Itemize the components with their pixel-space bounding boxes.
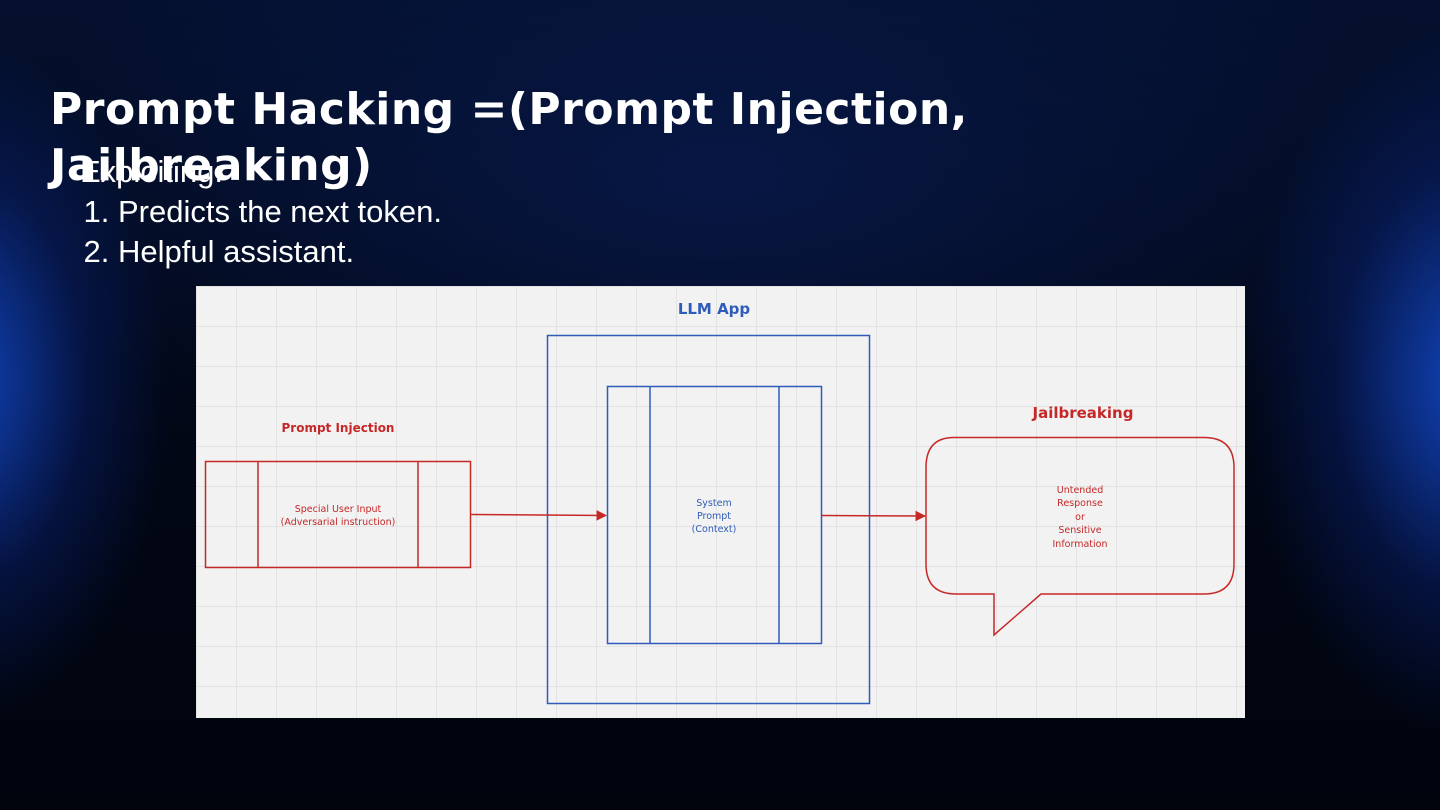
jailbreak-bubble-line-1: Untended [1057,485,1103,496]
exploit-item-2: Helpful assistant. [118,232,442,272]
jailbreaking-title: Jailbreaking [1032,404,1134,422]
llm-app-title: LLM App [678,300,751,318]
system-prompt-outer [606,385,823,645]
exploit-list: Predicts the next token. Helpful assista… [80,192,442,272]
exploit-item-1: Predicts the next token. [118,192,442,232]
injection-box-line-2: (Adversarial instruction) [281,517,396,528]
app-to-jailbreak-arrow [821,510,927,522]
prompt-hacking-diagram: LLM App System Prompt (Context) Prompt I… [196,286,1245,718]
injection-to-app-arrow [470,510,608,521]
diagram-canvas: LLM App System Prompt (Context) Prompt I… [204,300,1235,705]
system-prompt-box: System Prompt (Context) [606,385,823,645]
jailbreak-bubble-line-3: or [1075,512,1085,523]
system-prompt-line-2: Prompt [697,511,731,522]
llm-app-container [546,334,871,705]
system-prompt-line-1: System [696,498,731,509]
slide-title: Prompt Hacking =(Prompt Injection, Jailb… [50,84,968,191]
exploiting-label: Exploiting: [80,154,224,189]
jailbreak-bubble-line-2: Response [1057,498,1103,509]
jailbreak-bubble-line-4: Sensitive [1058,525,1101,536]
slide-body: Exploiting: Predicts the next token. Hel… [80,152,442,272]
prompt-injection-title: Prompt Injection [282,421,395,435]
prompt-injection-box: Special User Input (Adversarial instruct… [204,460,472,569]
system-prompt-line-3: (Context) [692,524,737,535]
jailbreak-speech-bubble [925,436,1235,637]
jailbreak-bubble-line-5: Information [1053,539,1108,550]
injection-box-line-1: Special User Input [295,504,382,515]
injection-box-outer [204,460,472,569]
